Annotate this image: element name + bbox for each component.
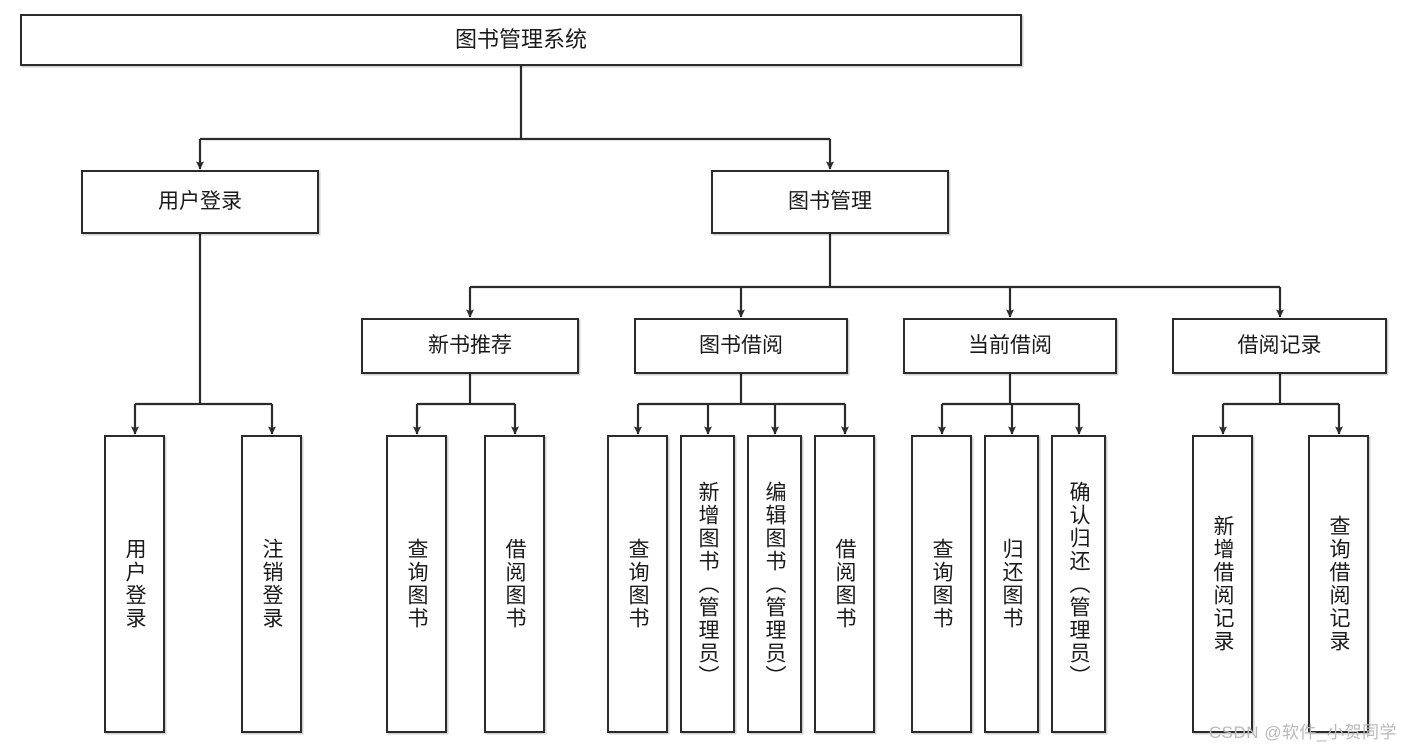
node-label: 图书管理 xyxy=(788,189,872,213)
node-leaf-query-book-3[interactable]: 查询图书 xyxy=(911,435,972,733)
node-label: 编辑图书（管理员） xyxy=(763,480,786,688)
node-label: 确认归还（管理员） xyxy=(1067,480,1090,688)
node-leaf-confirm-return[interactable]: 确认归还（管理员） xyxy=(1051,435,1106,733)
node-book-manage[interactable]: 图书管理 xyxy=(711,170,949,234)
node-new-book-recommend[interactable]: 新书推荐 xyxy=(361,318,579,374)
node-root[interactable]: 图书管理系统 xyxy=(20,14,1022,66)
node-leaf-add-record[interactable]: 新增借阅记录 xyxy=(1192,435,1253,733)
node-user-login[interactable]: 用户登录 xyxy=(81,170,319,234)
node-leaf-add-book[interactable]: 新增图书（管理员） xyxy=(680,435,735,733)
node-leaf-edit-book[interactable]: 编辑图书（管理员） xyxy=(747,435,802,733)
node-current-borrow[interactable]: 当前借阅 xyxy=(903,318,1117,374)
node-borrow-record[interactable]: 借阅记录 xyxy=(1172,318,1387,374)
node-leaf-borrow-book-2[interactable]: 借阅图书 xyxy=(814,435,875,733)
node-leaf-logout[interactable]: 注销登录 xyxy=(241,435,302,733)
node-label: 查询图书 xyxy=(626,538,649,630)
node-label: 新书推荐 xyxy=(428,333,512,357)
node-leaf-query-book-1[interactable]: 查询图书 xyxy=(386,435,447,733)
node-label: 图书管理系统 xyxy=(454,27,587,53)
node-label: 归还图书 xyxy=(1000,538,1023,630)
node-label: 借阅记录 xyxy=(1237,333,1322,357)
node-label: 用户登录 xyxy=(123,538,146,630)
node-book-borrow[interactable]: 图书借阅 xyxy=(634,318,848,374)
node-label: 查询图书 xyxy=(930,538,953,630)
node-leaf-query-book-2[interactable]: 查询图书 xyxy=(607,435,668,733)
node-label: 借阅图书 xyxy=(833,538,856,630)
node-label: 借阅图书 xyxy=(503,538,526,630)
node-label: 新增图书（管理员） xyxy=(696,480,719,688)
node-label: 查询图书 xyxy=(405,538,428,630)
node-label: 注销登录 xyxy=(260,538,283,630)
node-label: 当前借阅 xyxy=(968,333,1052,357)
node-leaf-return-book[interactable]: 归还图书 xyxy=(984,435,1039,733)
node-label: 查询借阅记录 xyxy=(1327,515,1350,653)
node-label: 用户登录 xyxy=(158,189,242,213)
node-leaf-borrow-book-1[interactable]: 借阅图书 xyxy=(484,435,545,733)
node-leaf-query-record[interactable]: 查询借阅记录 xyxy=(1308,435,1369,733)
node-label: 新增借阅记录 xyxy=(1211,515,1234,653)
csdn-watermark: CSDN @软件_小贺同学 xyxy=(1208,723,1397,742)
node-label: 图书借阅 xyxy=(699,333,783,357)
node-leaf-user-login[interactable]: 用户登录 xyxy=(104,435,165,733)
